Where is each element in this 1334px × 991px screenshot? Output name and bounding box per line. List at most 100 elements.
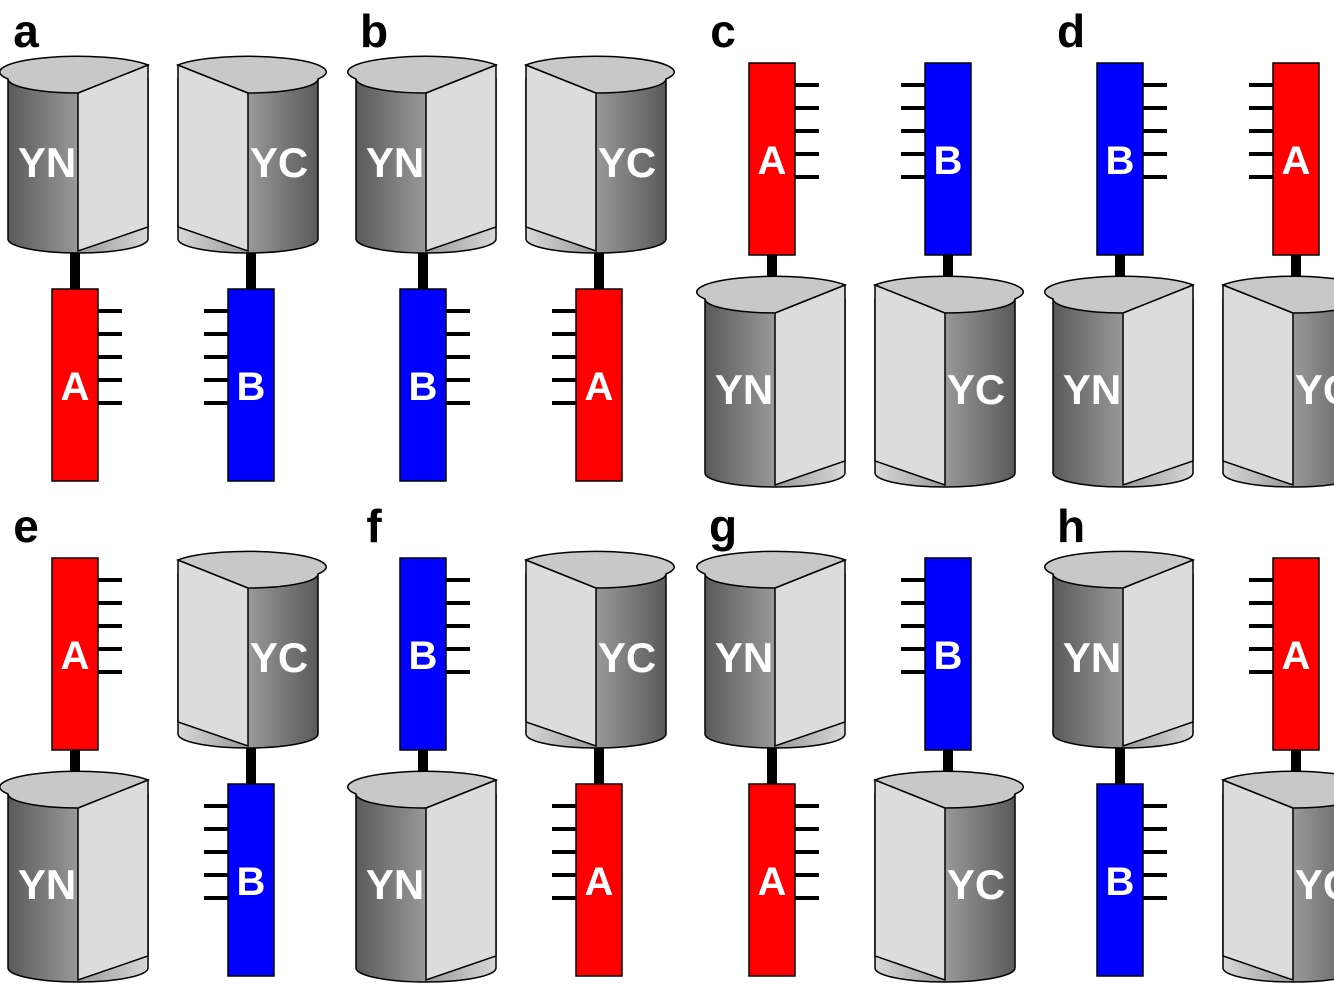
panel-letter: b (360, 5, 388, 57)
panel-letter: d (1057, 5, 1085, 57)
cylinder-top (1220, 770, 1334, 809)
cylinder-cut-face (425, 63, 497, 253)
cylinder-yn: YN (347, 55, 499, 254)
bar-label: B (934, 139, 963, 183)
cylinder-top (696, 550, 848, 589)
cylinder-top (347, 770, 499, 809)
label-yn: YN (715, 366, 773, 413)
domain-bar: B (1096, 783, 1167, 977)
label-yc: YC (947, 366, 1005, 413)
panel-d: dYNBYCA (1044, 5, 1334, 488)
cylinder-cut-face (425, 778, 497, 982)
cylinder-cut-face (774, 283, 846, 487)
label-yc: YC (250, 139, 308, 186)
cylinder-yc: YC (523, 55, 675, 254)
cylinder-top (347, 55, 499, 94)
domain-bar: A (1249, 62, 1320, 256)
domain-bar: B (204, 288, 275, 482)
panel-letter: c (710, 5, 736, 57)
bar-rect (1272, 62, 1320, 256)
bar-label: A (585, 860, 614, 904)
domain-bar: B (399, 557, 470, 751)
cylinder-yc: YC (523, 550, 675, 749)
left-unit: YN B (347, 557, 499, 983)
bar-label: B (409, 634, 438, 678)
panel-letter: h (1057, 500, 1085, 552)
bar-rect (51, 288, 99, 482)
cylinder-top (0, 55, 151, 94)
bar-label: A (758, 139, 787, 183)
bar-rect (227, 288, 275, 482)
cylinder-yn: YN (0, 770, 151, 983)
cylinder-cut-face (1122, 283, 1194, 487)
left-unit: YN A (0, 557, 151, 983)
cylinder-yc: YC (1220, 275, 1334, 488)
right-unit: YC A (523, 55, 675, 482)
domain-bar: B (204, 783, 275, 977)
domain-bar: A (1249, 557, 1320, 751)
domain-bar: B (399, 288, 470, 482)
right-unit: YC A (523, 550, 675, 977)
bar-rect (1096, 783, 1144, 977)
label-yc: YC (250, 634, 308, 681)
cylinder-yc: YC (175, 550, 327, 749)
cylinder-top (523, 55, 675, 94)
bar-label: A (61, 634, 90, 678)
bar-label: A (1282, 139, 1311, 183)
panel-h: hYNBYCA (1044, 500, 1334, 983)
cylinder-top (872, 275, 1024, 314)
left-unit: YNA (696, 550, 848, 977)
bar-rect (399, 557, 447, 751)
label-yn: YN (18, 861, 76, 908)
label-yn: YN (366, 139, 424, 186)
label-yc: YC (1295, 861, 1334, 908)
domain-bar: A (748, 783, 819, 977)
domain-bar: A (552, 783, 623, 977)
bar-rect (1272, 557, 1320, 751)
cylinder-cut-face (1222, 283, 1294, 487)
panel-letter: e (13, 500, 39, 552)
cylinder-cut-face (774, 558, 846, 748)
cylinder-cut-face (177, 558, 249, 748)
panel-letter: g (709, 500, 737, 552)
label-yn: YN (366, 861, 424, 908)
bar-rect (575, 783, 623, 977)
cylinder-top (0, 770, 151, 809)
cylinder-top (696, 275, 848, 314)
panel-c: cYN A YC B (696, 5, 1024, 488)
panel-b: bYN B YC A (347, 5, 675, 482)
cylinder-yn: YN (0, 55, 151, 254)
cylinder-cut-face (874, 778, 946, 982)
cylinder-top (523, 550, 675, 589)
bar-label: A (585, 365, 614, 409)
label-yn: YN (18, 139, 76, 186)
left-unit: YN A (0, 55, 151, 482)
bar-label: B (934, 634, 963, 678)
bar-rect (399, 288, 447, 482)
right-unit: YC A (1220, 557, 1334, 983)
left-unit: YN B (347, 55, 499, 482)
domain-bar: A (552, 288, 623, 482)
panel-f: fYN B YC A (347, 500, 675, 983)
panel-letter: a (13, 5, 39, 57)
cylinder-yn: YN (696, 275, 848, 488)
bar-rect (748, 62, 796, 256)
cylinder-top (1044, 550, 1196, 589)
bar-label: B (237, 365, 266, 409)
domain-bar: B (901, 62, 972, 256)
cylinder-top (1044, 275, 1196, 314)
cylinder-cut-face (874, 283, 946, 487)
panel-a: aYN A YC B (0, 5, 327, 482)
cylinder-top (872, 770, 1024, 809)
bar-rect (227, 783, 275, 977)
cylinder-cut-face (1122, 558, 1194, 748)
right-unit: YC B (872, 62, 1024, 488)
cylinder-cut-face (77, 63, 149, 253)
bar-label: B (237, 860, 266, 904)
cylinder-yc: YC (175, 55, 327, 254)
bar-rect (575, 288, 623, 482)
cylinder-yc: YC (872, 770, 1024, 983)
domain-bar: A (51, 288, 122, 482)
panel-letter: f (366, 500, 382, 552)
label-yc: YC (598, 634, 656, 681)
